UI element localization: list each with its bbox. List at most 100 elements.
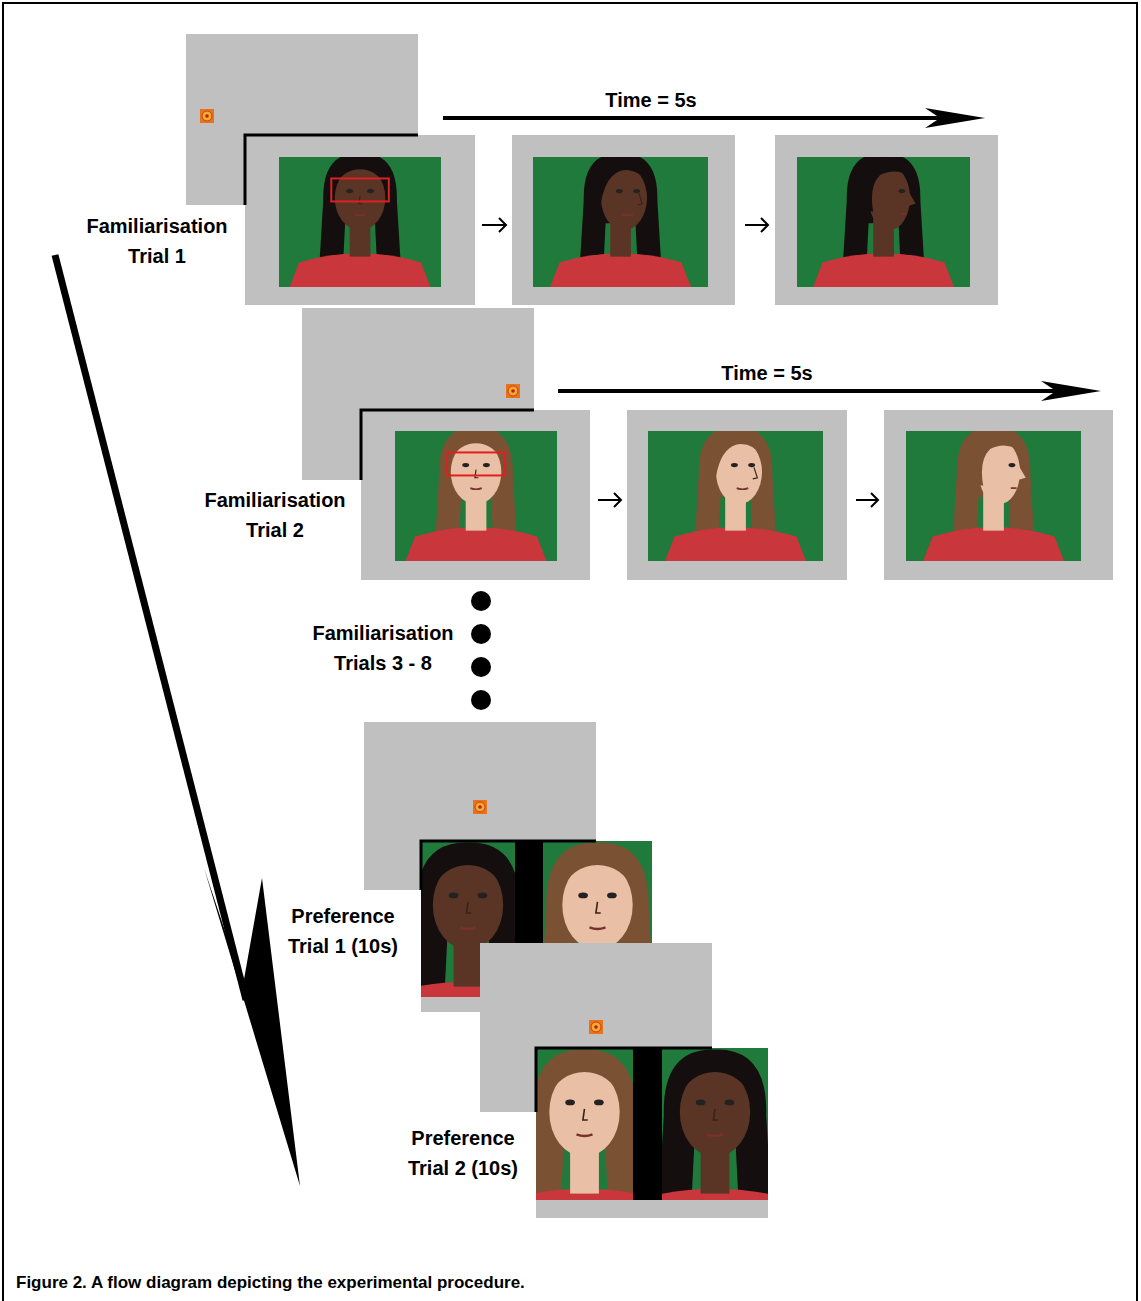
red-shirt [803, 253, 964, 287]
mouth [577, 1134, 593, 1136]
preference-trial [473, 943, 828, 1272]
screen-edge-line [421, 841, 596, 890]
next-arrow [745, 218, 768, 232]
next-arrow-shaft [856, 499, 878, 501]
mouth [737, 488, 749, 489]
fixation-target [473, 800, 487, 814]
fixation-dot [205, 114, 209, 118]
trial-label: Familiarisation Trial 1 [72, 211, 242, 271]
eye [616, 189, 623, 193]
next-arrow-head [499, 218, 506, 232]
hair-top [430, 849, 507, 892]
face-photo [648, 431, 823, 561]
ellipsis-dot [471, 657, 491, 677]
woman-figure [803, 157, 964, 287]
hair-top [707, 432, 765, 477]
fixation-target [200, 109, 214, 123]
eye [633, 189, 640, 193]
eye [346, 189, 353, 193]
familiarisation-trial [186, 34, 998, 313]
fixation-ring [202, 111, 212, 121]
screen-edge-line [245, 135, 418, 205]
face-photo [536, 1048, 633, 1200]
face-photo [662, 1048, 768, 1200]
hair-top [332, 158, 387, 189]
mouth [354, 214, 366, 215]
fixation-ring [508, 386, 518, 396]
eye [462, 463, 469, 467]
mouth [470, 488, 482, 489]
hair-top [677, 1056, 754, 1099]
face-photo [533, 157, 708, 287]
next-arrow [856, 493, 878, 507]
eye [578, 893, 588, 899]
mouth [901, 213, 907, 215]
next-arrow-head [761, 218, 768, 232]
eye [731, 463, 738, 467]
eye [899, 189, 906, 193]
time-arrow [558, 381, 1101, 401]
eye [449, 893, 459, 899]
woman-figure [536, 1050, 633, 1200]
fixation-dot [478, 805, 482, 809]
eye [1009, 463, 1016, 467]
next-arrow-shaft [598, 499, 621, 501]
face-photo [279, 157, 441, 287]
familiarisation-trial [302, 308, 1113, 587]
fixation-ring [591, 1022, 601, 1032]
hair-top [592, 158, 650, 203]
face-photo [797, 157, 970, 287]
hair-top [448, 432, 503, 463]
fixation-target [589, 1020, 603, 1034]
time-arrow-head [925, 108, 985, 128]
figure-caption: Figure 2. A flow diagram depicting the e… [16, 1272, 525, 1294]
next-arrow-head [871, 493, 878, 507]
divider-bar [633, 1048, 662, 1200]
red-shirt [396, 527, 557, 561]
face-photo [906, 431, 1081, 561]
face-photo [395, 431, 557, 561]
eye [367, 189, 374, 193]
eye [748, 463, 755, 467]
eye [725, 1100, 735, 1106]
next-arrow-head [614, 493, 621, 507]
figure-border [3, 3, 1137, 1301]
woman-figure [662, 1050, 768, 1200]
time-arrow-head [1041, 381, 1101, 401]
eye-region-box [447, 452, 505, 475]
ellipsis-dot [471, 624, 491, 644]
red-shirt [655, 527, 816, 561]
nose [475, 470, 478, 478]
eye [696, 1100, 706, 1106]
next-arrow [482, 218, 506, 232]
screen-edge-line [361, 410, 534, 480]
mouth [460, 927, 476, 929]
hair-top [559, 849, 636, 892]
eye [607, 893, 617, 899]
red-shirt [280, 253, 441, 287]
woman-figure [396, 431, 557, 561]
woman-figure [280, 157, 441, 287]
fixation-square [473, 800, 487, 814]
mouth [1011, 487, 1017, 489]
nose [466, 902, 471, 913]
nose [638, 193, 643, 205]
trial-label: Preference Trial 2 (10s) [393, 1123, 533, 1183]
woman-figure [913, 431, 1074, 561]
eye [478, 893, 488, 899]
woman-figure [540, 157, 701, 287]
duration-label: Time = 5s [605, 85, 696, 115]
hair-top [962, 432, 1022, 486]
next-arrow-shaft [482, 224, 506, 226]
time-flow-arrow-shaft [55, 255, 246, 1000]
fixation-square [200, 109, 214, 123]
fixation-square [589, 1020, 603, 1034]
time-arrow [443, 108, 985, 128]
hair-top [852, 158, 912, 212]
next-arrow [598, 493, 621, 507]
red-shirt [913, 527, 1074, 561]
mouth [622, 214, 634, 215]
fixation-target [506, 384, 520, 398]
nose [713, 1109, 718, 1120]
